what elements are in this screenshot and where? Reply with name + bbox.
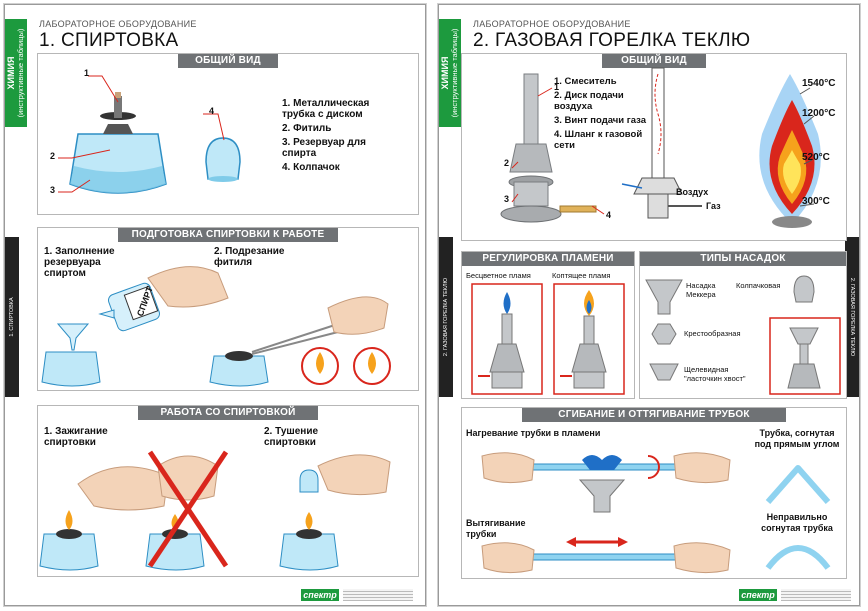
- bending-illustration: [481, 452, 831, 574]
- section-header: СГИБАНИЕ И ОТТЯГИВАНИЕ ТРУБОК: [522, 408, 786, 422]
- callout-3: 3: [50, 185, 56, 195]
- section-nozzles: ТИПЫ НАСАДОК Насадка Меккера Колпачковая…: [639, 251, 847, 399]
- section-preparation: ПОДГОТОВКА СПИРТОВКИ К РАБОТЕ 1. Заполне…: [37, 227, 419, 391]
- section-header: РАБОТА СО СПИРТОВКОЙ: [138, 406, 318, 420]
- section-flame-regulation: РЕГУЛИРОВКА ПЛАМЕНИ Бесцветное пламя Коп…: [461, 251, 635, 399]
- right-angle-label: Трубка, согнутая под прямым углом: [754, 428, 840, 449]
- page-title: 2. ГАЗОВАЯ ГОРЕЛКА ТЕКЛЮ: [473, 30, 751, 51]
- publisher-fineprint: [343, 589, 413, 601]
- work-illustration: [39, 450, 391, 571]
- heating-label: Нагревание трубки в пламени: [466, 428, 601, 438]
- callout-4: 4: [209, 106, 215, 116]
- part-4: 4. Шланг к газовой сети: [554, 129, 643, 151]
- part-3: 3. Резервуар для спирта: [282, 137, 366, 159]
- colorless-flame-label: Бесцветное пламя: [466, 271, 531, 280]
- sidebar-label: 1. СПИРТОВКА: [9, 297, 15, 337]
- spirit-lamp-illustration: [58, 75, 241, 194]
- parts-list: 1. Металлическая трубка с диском 2. Фити…: [282, 98, 402, 176]
- sidebar-label: 2. ГАЗОВАЯ ГОРЕЛКА ТЕКЛЮ: [849, 277, 855, 357]
- callout-2: 2: [50, 151, 56, 161]
- section-general-view: ОБЩИЙ ВИД 1 2 3 4 1. Металлическая трубк…: [37, 53, 419, 215]
- prep-step-2: 2. Подрезание фитиля: [214, 246, 285, 268]
- nozzle-cross: Крестообразная: [684, 329, 741, 338]
- section-work: РАБОТА СО СПИРТОВКОЙ 1. Зажигание спирто…: [37, 405, 419, 577]
- section-header: ОБЩИЙ ВИД: [178, 54, 278, 68]
- right-sidebar: 2. ГАЗОВАЯ ГОРЕЛКА ТЕКЛЮ: [845, 237, 859, 397]
- smoky-flame-label: Коптящее пламя: [552, 271, 611, 280]
- section-general-view: ОБЩИЙ ВИД: [461, 53, 847, 241]
- publisher-logo: спектр: [301, 589, 339, 601]
- part-2: 2. Диск подачи воздуха: [554, 90, 624, 112]
- tab-title: ХИМИЯ: [440, 56, 450, 90]
- callout-1: 1: [554, 82, 560, 92]
- tab-title: ХИМИЯ: [6, 56, 16, 90]
- preparation-illustration: [41, 266, 391, 387]
- left-sidebar: 1. СПИРТОВКА: [5, 237, 19, 397]
- flame-regulation-illustration: [471, 283, 625, 395]
- air-label: Воздух: [676, 187, 709, 197]
- left-sidebar: 2. ГАЗОВАЯ ГОРЕЛКА ТЕКЛЮ: [439, 237, 453, 397]
- work-step-2: 2. Тушение спиртовки: [264, 426, 319, 448]
- subject-tab: ХИМИЯ(инструктивные таблицы): [5, 19, 27, 127]
- tab-subtitle: (инструктивные таблицы): [16, 28, 25, 118]
- burner-illustration: [500, 67, 821, 228]
- work-step-1: 1. Зажигание спиртовки: [44, 426, 108, 448]
- temp-1200: 1200°C: [802, 108, 836, 119]
- poster-teclu-burner: ХИМИЯ(инструктивные таблицы) 2. ГАЗОВАЯ …: [438, 4, 860, 606]
- callout-3: 3: [504, 194, 510, 204]
- section-bending: СГИБАНИЕ И ОТТЯГИВАНИЕ ТРУБОК Нагревание…: [461, 407, 847, 579]
- sidebar-label: 2. ГАЗОВАЯ ГОРЕЛКА ТЕКЛЮ: [443, 277, 449, 357]
- nozzles-illustration: [645, 275, 841, 395]
- gas-label: Газ: [706, 201, 721, 211]
- series-label: ЛАБОРАТОРНОЕ ОБОРУДОВАНИЕ: [39, 19, 197, 29]
- callout-4: 4: [606, 210, 612, 220]
- part-4: 4. Колпачок: [282, 162, 340, 173]
- part-3: 3. Винт подачи газа: [554, 115, 647, 126]
- poster-spirit-lamp: ХИМИЯ(инструктивные таблицы) 1. СПИРТОВК…: [4, 4, 426, 606]
- part-1: 1. Металлическая трубка с диском: [282, 98, 370, 120]
- temp-520: 520°C: [802, 152, 830, 163]
- section-header: ПОДГОТОВКА СПИРТОВКИ К РАБОТЕ: [118, 228, 338, 242]
- callout-2: 2: [504, 158, 510, 168]
- publisher-logo: спектр: [739, 589, 777, 601]
- temp-1540: 1540°C: [802, 78, 836, 89]
- part-1: 1. Смеситель: [554, 76, 617, 87]
- nozzle-meker: Насадка Меккера: [686, 281, 716, 299]
- section-header: ТИПЫ НАСАДОК: [640, 252, 846, 266]
- callout-1: 1: [84, 68, 90, 78]
- publisher-fineprint: [781, 589, 851, 601]
- temp-300: 300°C: [802, 196, 830, 207]
- subject-tab: ХИМИЯ(инструктивные таблицы): [439, 19, 461, 127]
- nozzle-cap: Колпачковая: [736, 281, 781, 290]
- section-header: ОБЩИЙ ВИД: [602, 54, 706, 68]
- parts-list: 1. Смеситель 2. Диск подачи воздуха 3. В…: [554, 76, 648, 154]
- nozzle-slot: Щелевидная "ласточкин хвост": [684, 365, 746, 383]
- section-header: РЕГУЛИРОВКА ПЛАМЕНИ: [462, 252, 634, 266]
- drawing-label: Вытягивание трубки: [466, 518, 526, 539]
- page-title: 1. СПИРТОВКА: [39, 30, 179, 51]
- wrong-bend-label: Неправильно согнутая трубка: [761, 512, 833, 533]
- tab-subtitle: (инструктивные таблицы): [450, 28, 459, 118]
- part-2: 2. Фитиль: [282, 123, 332, 134]
- prep-step-1: 1. Заполнение резервуара спиртом: [44, 246, 115, 279]
- series-label: ЛАБОРАТОРНОЕ ОБОРУДОВАНИЕ: [473, 19, 631, 29]
